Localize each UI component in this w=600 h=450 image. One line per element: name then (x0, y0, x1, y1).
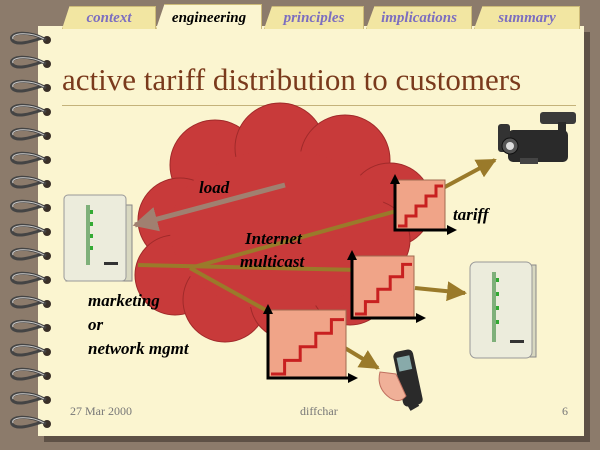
tariff-boxes (263, 174, 457, 383)
arrow-to-server (414, 281, 467, 302)
footer-page-number: 6 (562, 404, 568, 418)
binding-ring (10, 271, 51, 285)
binding-ring (10, 319, 51, 333)
binding-ring (10, 31, 51, 45)
source-label-line3: network mgmt (88, 339, 189, 358)
tariff-step-box (347, 250, 426, 323)
load-arrow (132, 182, 286, 232)
footer-title: diffchar (300, 404, 338, 418)
binding-ring (10, 223, 51, 237)
tariff-step-box (390, 174, 457, 235)
footer-date: 27 Mar 2000 (70, 404, 132, 418)
tab-engineering[interactable]: engineering (156, 4, 262, 29)
binding-ring (10, 151, 51, 165)
binding-ring (10, 295, 51, 309)
binding-ring (10, 343, 51, 357)
server-icon (469, 261, 537, 359)
binding-ring (10, 55, 51, 69)
tariff-label: tariff (453, 205, 489, 224)
binding-ring (10, 199, 51, 213)
link-to-tariff-1 (189, 208, 401, 270)
tariff-step-box (263, 304, 358, 383)
tab-principles[interactable]: principles (264, 6, 364, 29)
source-computer-icon (63, 194, 133, 282)
cloud-label-line2: multicast (240, 252, 305, 271)
binding-ring (10, 79, 51, 93)
source-label-line2: or (88, 315, 104, 334)
binding-ring (10, 415, 51, 429)
link-to-tariff-3 (189, 266, 281, 320)
spiral-binding (10, 31, 51, 429)
binding-ring (10, 367, 51, 381)
binding-ring (10, 247, 51, 261)
page-title: active tariff distribution to customers (62, 62, 522, 97)
source-label-line1: marketing (88, 291, 160, 310)
tab-context[interactable]: context (62, 6, 156, 29)
load-label: load (199, 178, 230, 197)
binding-ring (10, 127, 51, 141)
tab-summary[interactable]: summary (474, 6, 580, 29)
link-to-tariff-2 (137, 263, 361, 272)
binding-ring (10, 103, 51, 117)
mobile-phone-icon (378, 349, 423, 411)
binding-ring (10, 391, 51, 405)
video-camera-icon (498, 112, 576, 164)
title-divider (62, 105, 576, 106)
cloud-label-line1: Internet (245, 229, 302, 248)
binding-ring (10, 175, 51, 189)
